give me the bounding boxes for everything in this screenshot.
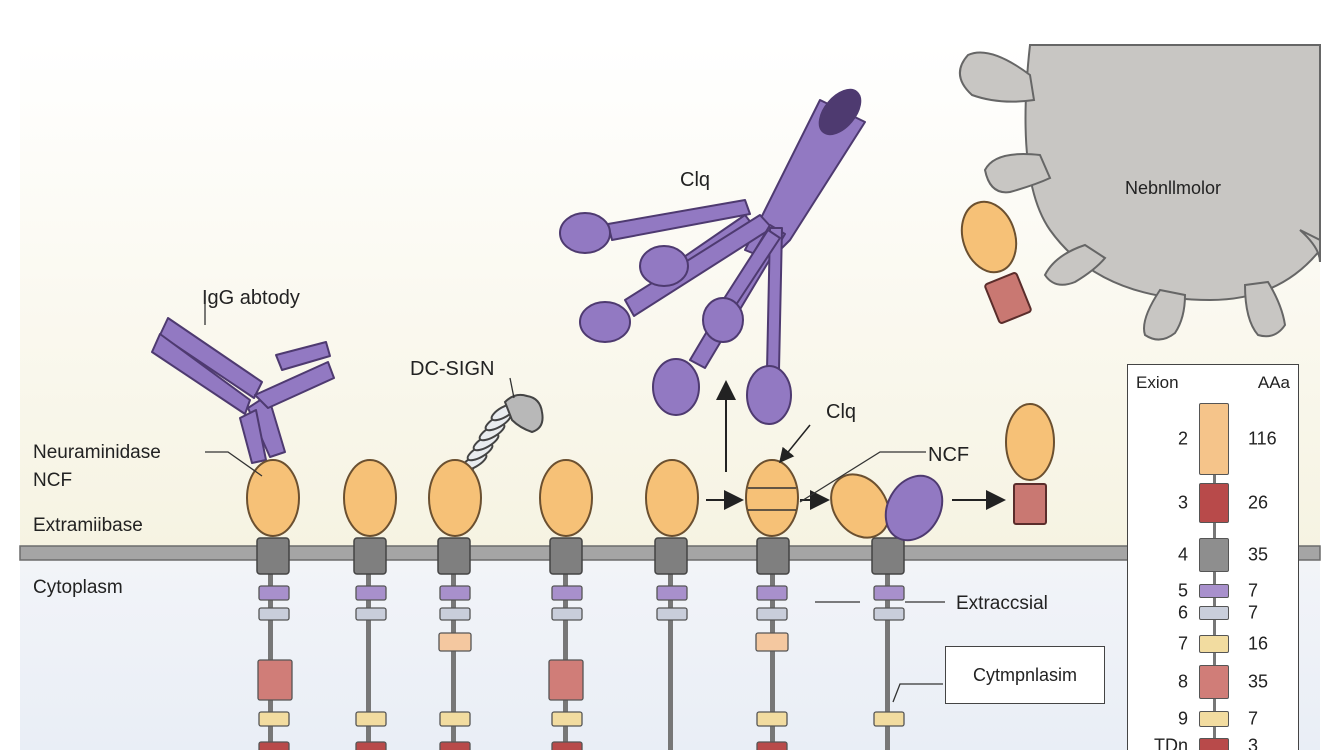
igg-label: IgG abtody bbox=[202, 287, 300, 309]
exon-number: 4 bbox=[1177, 544, 1188, 565]
exon-row: 4 35 bbox=[1128, 538, 1298, 572]
exon-number: 9 bbox=[1177, 708, 1188, 729]
ncf-left-label: NCF bbox=[33, 470, 72, 491]
exon-aa: 116 bbox=[1248, 428, 1277, 449]
c1q-pointer bbox=[779, 424, 811, 464]
c1q-mid-label: Clq bbox=[826, 401, 856, 423]
exon-aa: 35 bbox=[1248, 544, 1269, 565]
exon-number: 3 bbox=[1177, 492, 1188, 513]
exon-block bbox=[1199, 635, 1229, 653]
exon-aa: 7 bbox=[1248, 580, 1259, 601]
exon-aa: 7 bbox=[1248, 708, 1259, 729]
receptor-7 bbox=[830, 473, 944, 750]
exon-number: 7 bbox=[1177, 633, 1188, 654]
exon-row: 7 16 bbox=[1128, 634, 1298, 654]
exon-aa: 35 bbox=[1248, 671, 1269, 692]
receptor-2 bbox=[343, 459, 397, 750]
virus-label: Nebnllmolor bbox=[1125, 178, 1221, 198]
receptor-6 bbox=[745, 459, 799, 750]
exon-aa: 26 bbox=[1248, 492, 1269, 513]
exon-axis bbox=[1213, 405, 1216, 750]
exon-row: 8 35 bbox=[1128, 665, 1298, 699]
exon-block bbox=[1199, 738, 1229, 750]
cytmpnlasim-label: Cytmpnlasim bbox=[972, 664, 1078, 685]
exon-aa: 16 bbox=[1248, 633, 1269, 654]
exon-block bbox=[1199, 483, 1229, 523]
ncf-right-label: NCF bbox=[928, 444, 969, 466]
exon-number: 5 bbox=[1177, 580, 1188, 601]
exon-aa: 3 bbox=[1248, 735, 1259, 750]
exon-row: 5 7 bbox=[1128, 581, 1298, 601]
exon-block bbox=[1199, 606, 1229, 620]
c1q-top-label: Clq bbox=[680, 169, 710, 191]
exon-aa: 7 bbox=[1248, 602, 1259, 623]
exon-number: 2 bbox=[1177, 428, 1188, 449]
virus-bound-lectin bbox=[960, 200, 1032, 324]
aa-header: AAa bbox=[1257, 373, 1290, 392]
released-lectin bbox=[1005, 403, 1055, 525]
cytoplasm-label: Cytoplasm bbox=[33, 577, 123, 598]
exon-number: 8 bbox=[1177, 671, 1188, 692]
exon-number: 6 bbox=[1177, 602, 1188, 623]
exon-row: 2 116 bbox=[1128, 403, 1298, 475]
neuraminidase-label: Neuraminidase bbox=[33, 442, 161, 463]
exon-block bbox=[1199, 403, 1229, 475]
exon-table: Exion AAa 2 116 3 26 4 35 5 7 6 7 7 16 8… bbox=[1127, 364, 1299, 750]
exon-row: 6 7 bbox=[1128, 603, 1298, 623]
exon-row: 9 7 bbox=[1128, 709, 1298, 729]
receptor-4 bbox=[539, 459, 593, 750]
exon-number: TDn bbox=[1153, 735, 1188, 750]
cytmpnlasim-box: Cytmpnlasim bbox=[945, 646, 1105, 704]
exon-header: Exion bbox=[1136, 373, 1179, 392]
extracellular-label: Extramiibase bbox=[33, 515, 143, 536]
igg-antibody bbox=[151, 317, 335, 464]
dcsign-label: DC-SIGN bbox=[410, 358, 494, 380]
exon-block bbox=[1199, 665, 1229, 699]
exon-block bbox=[1199, 711, 1229, 727]
receptor-1 bbox=[246, 459, 300, 750]
receptor-5 bbox=[645, 459, 699, 750]
exon-block bbox=[1199, 538, 1229, 572]
exon-row: 3 26 bbox=[1128, 483, 1298, 523]
virus-particle bbox=[959, 44, 1321, 341]
exon-row: TDn 3 bbox=[1128, 736, 1298, 750]
receptor-3 bbox=[428, 459, 482, 750]
extraccsial-label: Extraccsial bbox=[956, 593, 1048, 614]
exon-block bbox=[1199, 584, 1229, 598]
c1q-complex bbox=[559, 88, 866, 425]
